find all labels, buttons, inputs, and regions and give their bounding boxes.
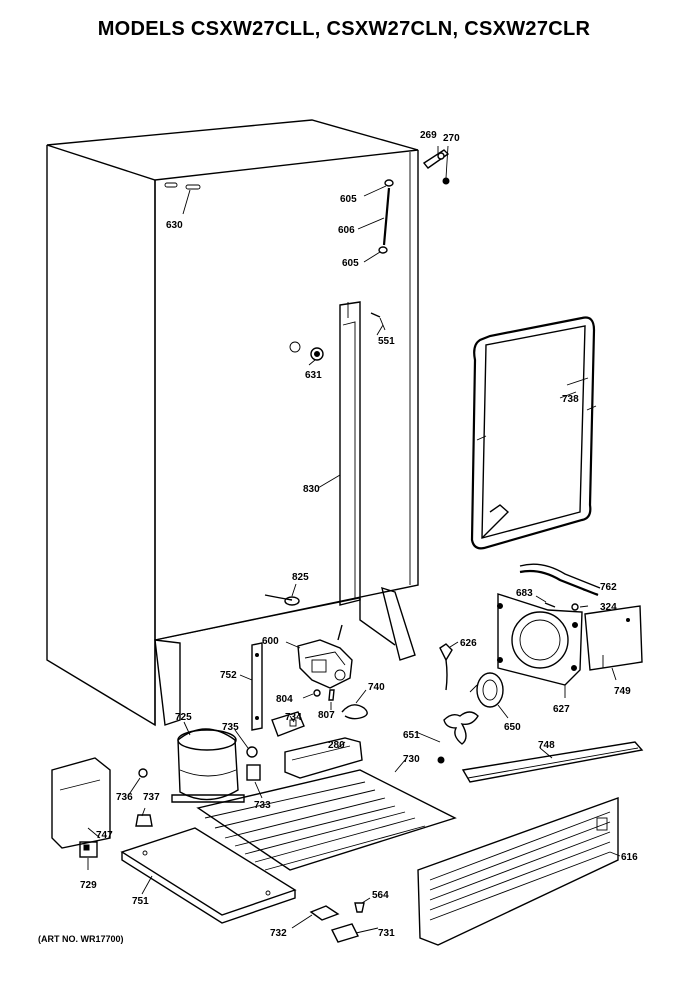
label-270: 270 (443, 133, 460, 144)
label-600: 600 (262, 636, 279, 647)
art-number: (ART NO. WR17700) (38, 934, 124, 944)
door-gasket (470, 316, 597, 550)
label-725: 725 (175, 712, 192, 723)
label-740: 740 (368, 682, 385, 693)
label-730: 730 (403, 754, 420, 765)
label-807: 807 (318, 710, 335, 721)
label-605-top: 605 (340, 194, 357, 205)
label-731: 731 (378, 928, 395, 939)
label-650: 650 (504, 722, 521, 733)
water-line-parts (357, 179, 394, 331)
label-324: 324 (600, 602, 617, 613)
compressor-assembly (51, 711, 457, 924)
label-626: 626 (460, 638, 477, 649)
evaporator-fan-assembly (437, 563, 643, 764)
label-269: 269 (420, 130, 437, 141)
label-606: 606 (338, 225, 355, 236)
label-631: 631 (305, 370, 322, 381)
label-762: 762 (600, 582, 617, 593)
water-valve-assembly (251, 624, 368, 731)
label-683: 683 (516, 588, 533, 599)
refrigerator-cabinet (46, 119, 419, 727)
part-number-labels: 269 270 605 606 605 630 551 631 738 830 … (80, 130, 638, 939)
label-735: 735 (222, 722, 239, 733)
label-737: 737 (143, 792, 160, 803)
label-738: 738 (562, 394, 579, 405)
label-627: 627 (553, 704, 570, 715)
label-749: 749 (614, 686, 631, 697)
label-733: 733 (254, 800, 271, 811)
diagram-title: MODELS CSXW27CLL, CSXW27CLN, CSXW27CLR (97, 18, 591, 40)
label-734: 734 (285, 712, 302, 723)
label-752: 752 (220, 670, 237, 681)
label-804: 804 (276, 694, 293, 705)
label-830: 830 (303, 484, 320, 495)
label-748: 748 (538, 740, 555, 751)
label-564: 564 (372, 890, 389, 901)
label-616: 616 (621, 852, 638, 863)
label-551: 551 (378, 336, 395, 347)
label-651: 651 (403, 730, 420, 741)
base-grille-parts (309, 741, 644, 946)
label-630: 630 (166, 220, 183, 231)
label-729: 729 (80, 880, 97, 891)
label-736: 736 (116, 792, 133, 803)
label-825: 825 (292, 572, 309, 583)
label-605-bottom: 605 (342, 258, 359, 269)
hinge-parts (422, 145, 450, 185)
label-747: 747 (96, 830, 113, 841)
label-751: 751 (132, 896, 149, 907)
label-732: 732 (270, 928, 287, 939)
leader-lines (87, 189, 621, 934)
label-280: 280 (328, 740, 345, 751)
